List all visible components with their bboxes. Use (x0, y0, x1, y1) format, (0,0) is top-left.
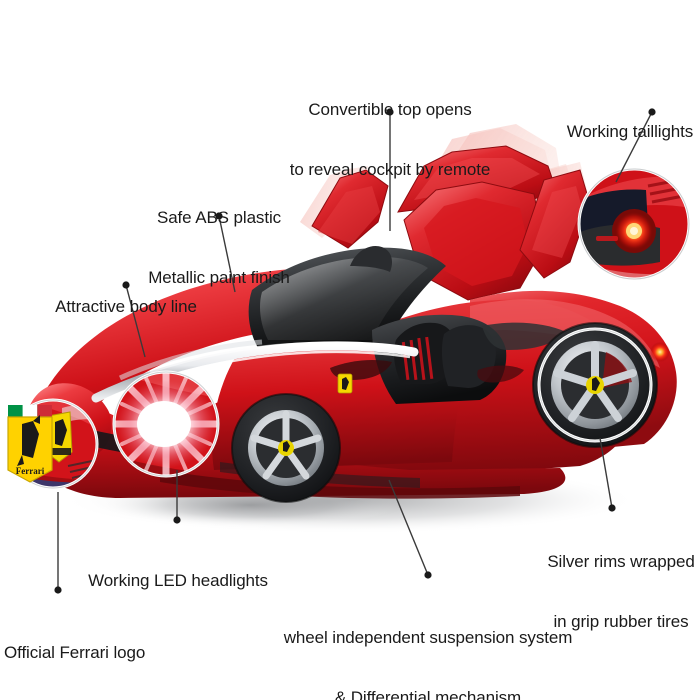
callout-line-1: wheel independent suspension system (283, 628, 573, 647)
front-headlight-glow (122, 390, 214, 458)
rear-wheel (532, 322, 658, 448)
callout-line-1: Silver rims wrapped (547, 552, 695, 571)
fender-ferrari-badge (337, 373, 353, 394)
callout-label-abs-plastic: Safe ABS plastic Metallic paint finish (126, 168, 312, 328)
callout-line-2: to reveal cockpit by remote (289, 160, 491, 179)
callout-label-silver-rims: Silver rims wrapped in grip rubber tires (546, 512, 696, 672)
rear-taillight (650, 342, 670, 362)
callout-line-2: in grip rubber tires (553, 612, 689, 631)
convertible-roof-panels (311, 145, 591, 301)
callout-label-led-headlights: Working LED headlights (82, 531, 274, 631)
front-wheel (231, 393, 341, 503)
callout-line-1: Safe ABS plastic (156, 208, 282, 227)
callout-label-attractive-body-line: Attractive body line (28, 257, 224, 357)
callout-line-1: Working LED headlights (88, 571, 268, 590)
callout-line-1: Convertible top opens (308, 100, 472, 119)
callout-label-working-taillights: Working taillights (560, 82, 700, 182)
callout-line-2: Metallic paint finish (148, 268, 290, 287)
callout-line-1: Official Ferrari logo (4, 643, 146, 662)
callout-line-2: & Differential mechanism (334, 688, 522, 700)
callout-label-ferrari-logo: Official Ferrari logo (4, 603, 214, 700)
callout-line-1: Attractive body line (55, 297, 197, 316)
callout-label-suspension: wheel independent suspension system & Di… (268, 588, 588, 700)
callout-line-1: Working taillights (566, 122, 694, 141)
callout-label-convertible-top: Convertible top opens to reveal cockpit … (270, 60, 510, 220)
